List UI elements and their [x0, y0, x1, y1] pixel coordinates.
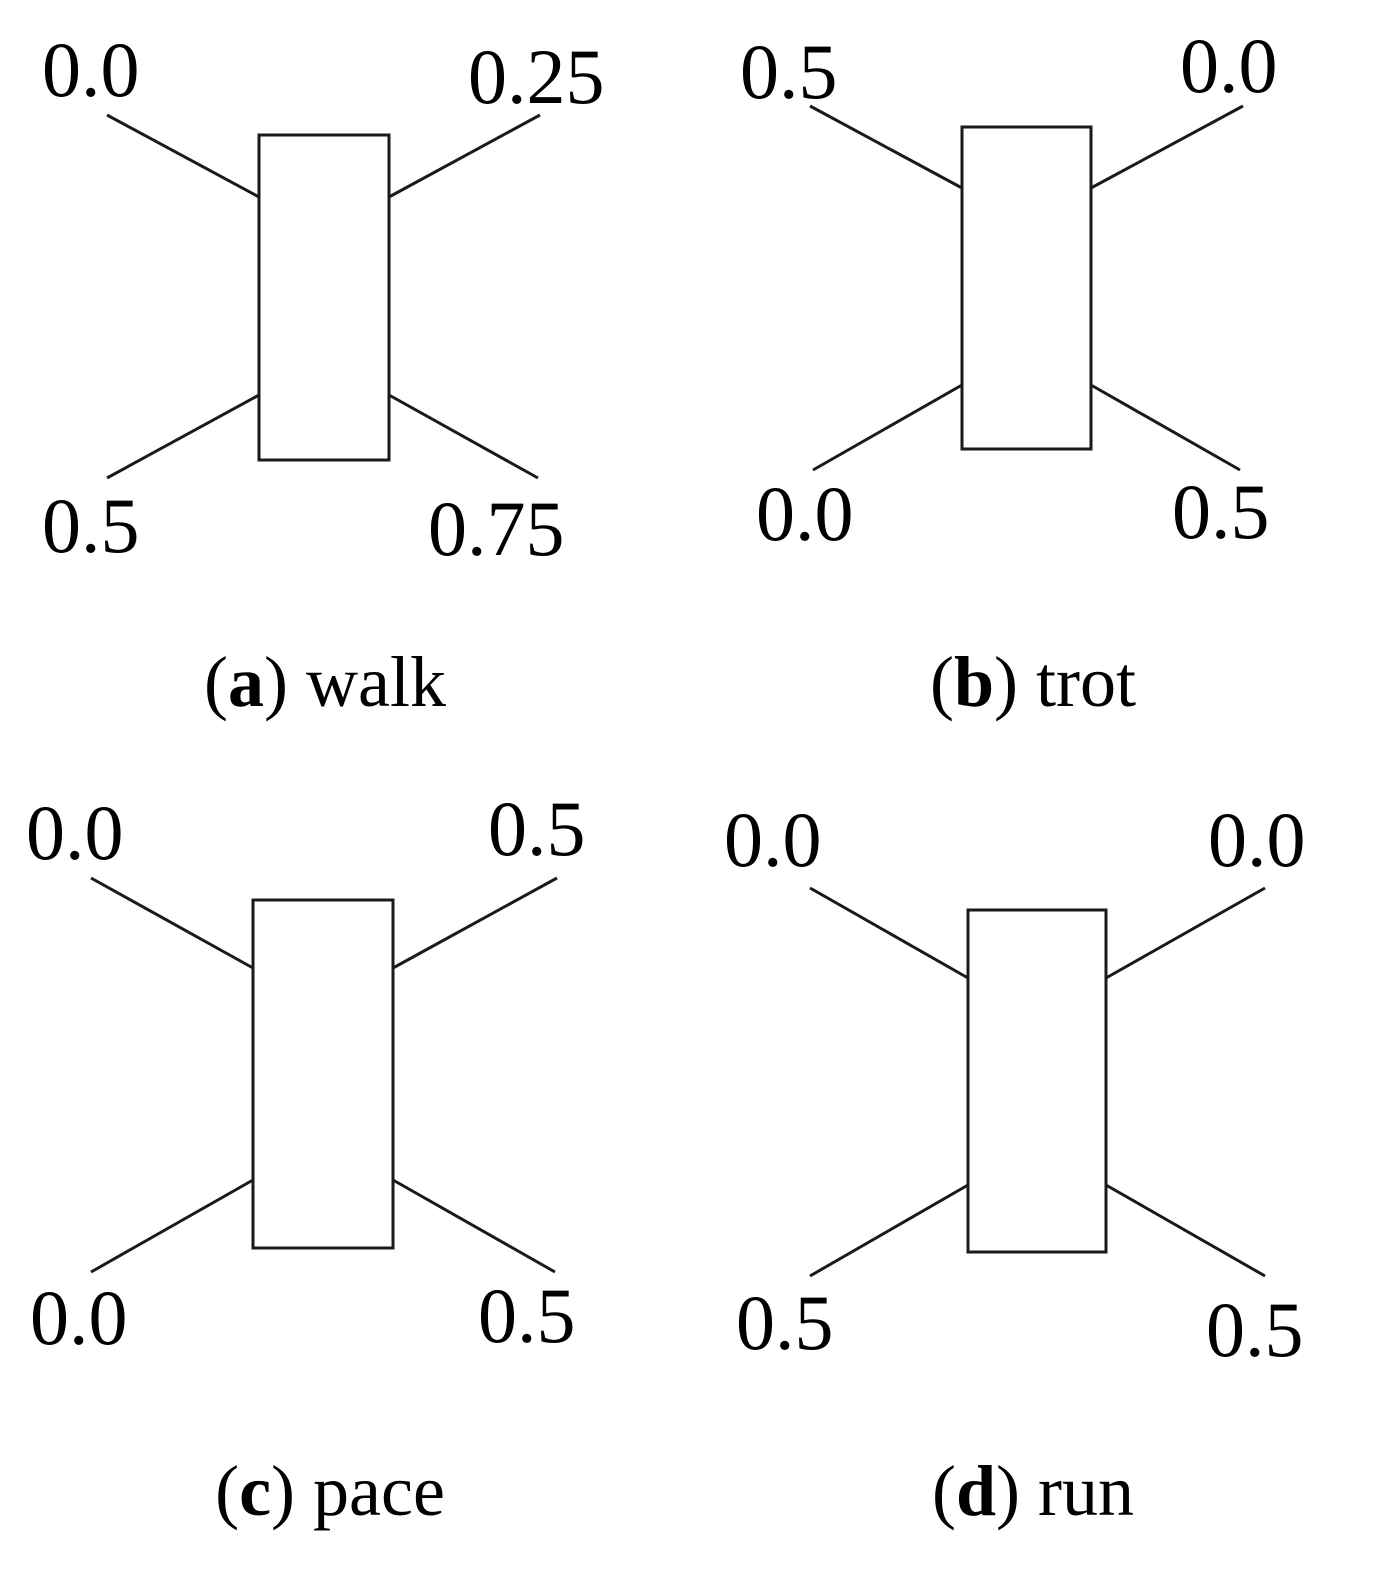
leg-front-right	[1105, 886, 1266, 980]
caption-gait: walk	[306, 642, 446, 722]
phase-front-left: 0.0	[42, 26, 140, 113]
leg-hind-left	[90, 1178, 254, 1274]
caption: (d) run	[932, 1451, 1134, 1531]
phase-front-left: 0.0	[724, 796, 822, 883]
caption: (a) walk	[204, 642, 446, 722]
phase-hind-right: 0.75	[428, 485, 565, 572]
leg-hind-right	[388, 393, 539, 480]
caption-gait: pace	[313, 1451, 445, 1531]
caption: (c) pace	[215, 1451, 445, 1531]
phase-hind-right: 0.5	[1172, 468, 1270, 555]
caption: (b) trot	[930, 642, 1136, 722]
panel-c: 0.0 0.5 0.0 0.5 (c) pace	[26, 785, 586, 1531]
phase-front-left: 0.5	[740, 28, 838, 115]
phase-hind-right: 0.5	[478, 1272, 576, 1359]
phase-front-right: 0.5	[488, 785, 586, 872]
phase-front-left: 0.0	[26, 789, 124, 876]
phase-front-right: 0.25	[468, 33, 605, 120]
caption-letter: c	[239, 1451, 271, 1531]
leg-hind-right	[392, 1178, 556, 1274]
leg-hind-right	[1105, 1183, 1266, 1278]
caption-letter: b	[954, 642, 994, 722]
phase-front-right: 0.0	[1208, 796, 1306, 883]
robot-body	[966, 908, 1108, 1254]
leg-hind-left	[812, 383, 963, 472]
leg-front-right	[1090, 104, 1244, 190]
panel-a: 0.0 0.25 0.5 0.75 (a) walk	[42, 26, 605, 722]
caption-letter: a	[228, 642, 264, 722]
phase-hind-left: 0.0	[30, 1274, 128, 1361]
caption-gait: run	[1038, 1451, 1134, 1531]
phase-hind-left: 0.5	[42, 482, 140, 569]
leg-hind-right	[1090, 383, 1241, 472]
leg-hind-left	[809, 1183, 969, 1278]
robot-body	[257, 133, 391, 462]
panel-d: 0.0 0.0 0.5 0.5 (d) run	[724, 796, 1306, 1531]
leg-front-left	[90, 876, 254, 970]
robot-body	[251, 898, 395, 1250]
phase-hind-left: 0.5	[736, 1279, 834, 1366]
leg-front-right	[392, 876, 558, 970]
panel-b: 0.5 0.0 0.0 0.5 (b) trot	[740, 22, 1278, 722]
caption-gait: trot	[1036, 642, 1136, 722]
phase-hind-left: 0.0	[756, 470, 854, 557]
phase-hind-right: 0.5	[1206, 1286, 1304, 1373]
leg-front-left	[809, 886, 969, 980]
robot-body	[960, 125, 1093, 451]
leg-front-left	[809, 104, 963, 190]
leg-front-right	[388, 113, 541, 199]
leg-hind-left	[106, 393, 260, 480]
phase-front-right: 0.0	[1180, 22, 1278, 109]
caption-letter: d	[956, 1451, 996, 1531]
leg-front-left	[106, 113, 260, 199]
